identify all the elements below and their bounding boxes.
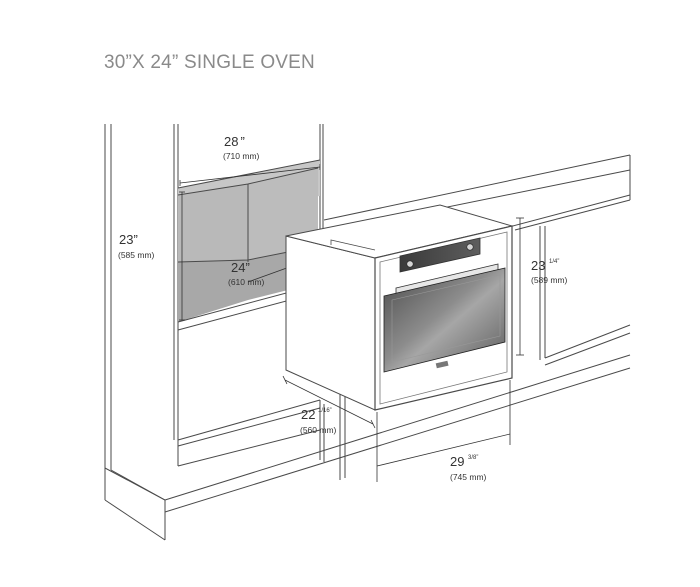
svg-text:24”: 24” [231, 260, 250, 275]
dim-oven-height-value: 23 [531, 258, 545, 273]
diagram-title: 30”X 24” SINGLE OVEN [104, 52, 315, 73]
oven-dimension-lines [282, 217, 524, 482]
dim-oven-height-fraction: 1/4” [549, 259, 559, 265]
dim-oven-width-fraction: 3/8” [468, 455, 478, 461]
left-knob-icon [406, 260, 414, 268]
dim-cutout-height: 23” (585 mm) [118, 232, 155, 260]
dim-cutout-width: 28” (710 mm) [223, 134, 260, 161]
dim-cutout-depth-value: 24 [231, 260, 245, 275]
single-oven [285, 204, 514, 411]
dim-oven-depth-metric: (560 mm) [300, 425, 337, 435]
dim-cutout-height-mark: ” [133, 232, 137, 247]
dim-oven-depth-value: 22 [301, 407, 315, 422]
lower-cabinet [177, 399, 325, 467]
dim-oven-height: 23 1/4” (589 mm) [531, 258, 568, 285]
svg-text:23”: 23” [119, 232, 138, 247]
svg-text:28”: 28” [224, 134, 245, 149]
control-panel [399, 237, 481, 273]
dim-cutout-width-mark: ” [240, 134, 244, 149]
dim-oven-width: 29 3/8” (745 mm) [450, 454, 487, 482]
dim-oven-height-metric: (589 mm) [531, 275, 568, 285]
dim-oven-width-metric: (745 mm) [450, 472, 487, 482]
dim-cutout-width-value: 28 [224, 134, 238, 149]
oven-window [383, 267, 506, 373]
dim-cutout-width-metric: (710 mm) [223, 151, 260, 161]
dim-cutout-depth-mark: ” [245, 260, 249, 275]
dim-oven-depth-fraction: 1/16” [318, 408, 332, 414]
dim-oven-depth: 22 1/16” (560 mm) [300, 407, 337, 435]
brand-logo-icon [435, 360, 449, 369]
dim-cutout-height-value: 23 [119, 232, 133, 247]
dim-cutout-depth: 24” (610 mm) [228, 260, 265, 287]
dim-cutout-height-metric: (585 mm) [118, 250, 155, 260]
dim-oven-width-value: 29 [450, 454, 464, 469]
right-knob-icon [466, 243, 474, 251]
dim-cutout-depth-metric: (610 mm) [228, 277, 265, 287]
oven-cutout [177, 159, 321, 331]
